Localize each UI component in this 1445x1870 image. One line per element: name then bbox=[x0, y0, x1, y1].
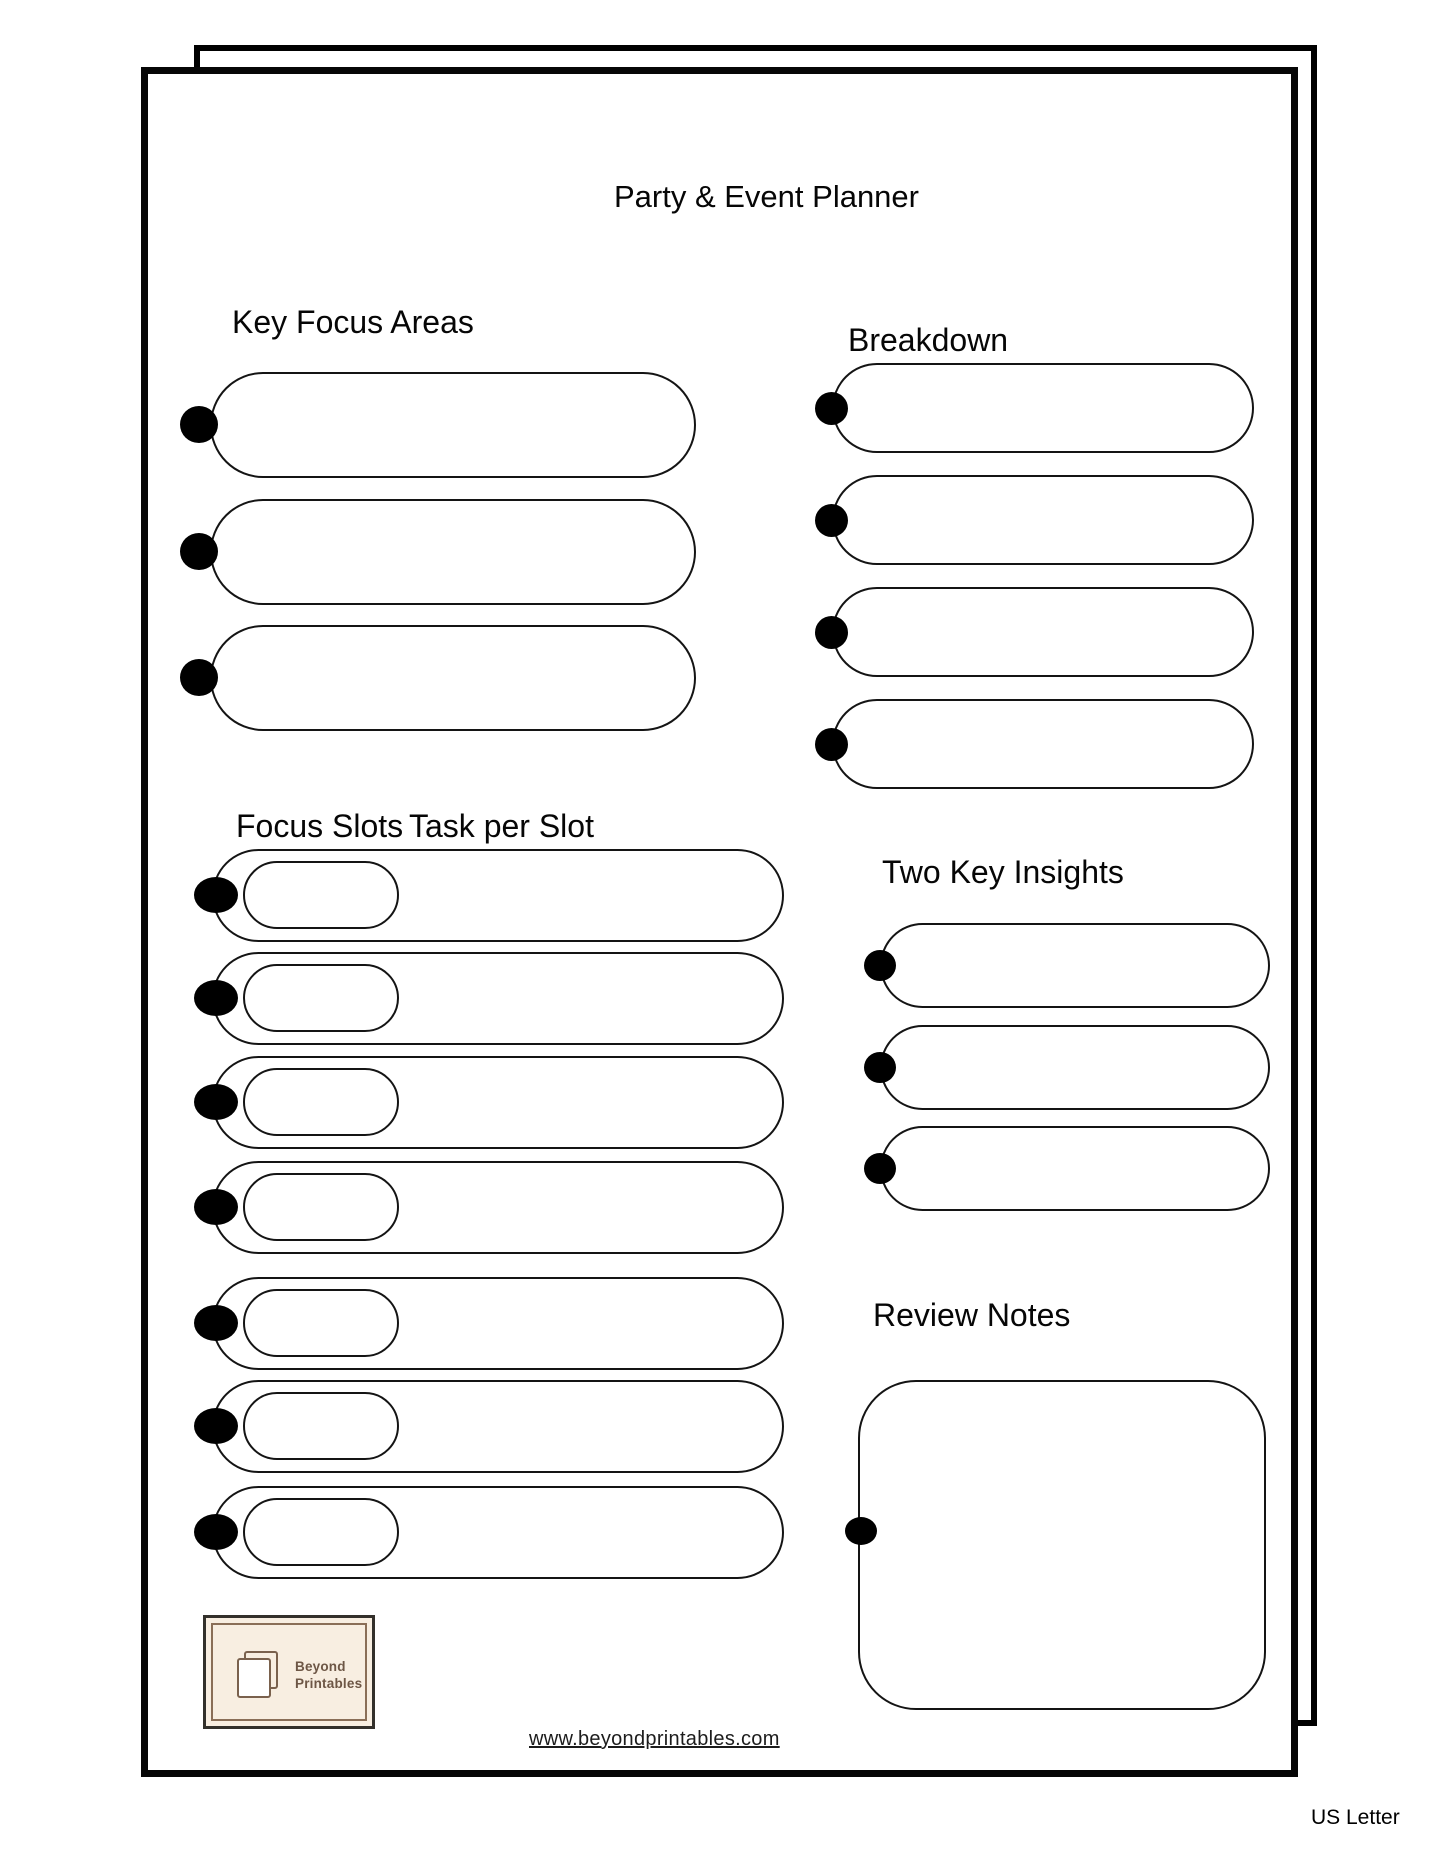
review-notes-bullet-dot bbox=[845, 1517, 877, 1545]
key-focus-bullet-dot-1 bbox=[180, 406, 218, 443]
breakdown-blank-1 bbox=[832, 363, 1254, 453]
insight-blank-1 bbox=[880, 923, 1270, 1008]
insight-bullet-dot-3 bbox=[864, 1153, 896, 1184]
breakdown-bullet-dot-4 bbox=[815, 728, 848, 761]
logo-wordmark: Beyond Printables bbox=[295, 1659, 362, 1693]
focus-slot-blank-2 bbox=[243, 964, 399, 1032]
breakdown-blank-2 bbox=[832, 475, 1254, 565]
task-row-bullet-dot-6 bbox=[194, 1408, 238, 1444]
task-row-bullet-dot-3 bbox=[194, 1084, 238, 1120]
review-notes-heading: Review Notes bbox=[873, 1297, 1071, 1333]
key-focus-bullet-dot-3 bbox=[180, 659, 218, 696]
task-row-bullet-dot-4 bbox=[194, 1189, 238, 1225]
task-per-slot-heading: Task per Slot bbox=[409, 808, 594, 844]
focus-slot-blank-4 bbox=[243, 1173, 399, 1241]
beyond-printables-logo: Beyond Printables bbox=[203, 1615, 375, 1729]
breakdown-heading: Breakdown bbox=[848, 322, 1009, 358]
breakdown-blank-3 bbox=[832, 587, 1254, 677]
insight-bullet-dot-1 bbox=[864, 950, 896, 981]
insight-blank-2 bbox=[880, 1025, 1270, 1110]
insight-bullet-dot-2 bbox=[864, 1052, 896, 1083]
breakdown-bullet-dot-3 bbox=[815, 616, 848, 649]
focus-slot-blank-3 bbox=[243, 1068, 399, 1136]
key-focus-blank-3 bbox=[210, 625, 696, 731]
page-title: Party & Event Planner bbox=[614, 179, 919, 214]
key-focus-blank-1 bbox=[210, 372, 696, 478]
review-notes-blank bbox=[858, 1380, 1266, 1710]
key-focus-bullet-dot-2 bbox=[180, 533, 218, 570]
logo-line-2: Printables bbox=[295, 1675, 363, 1691]
focus-slot-blank-5 bbox=[243, 1289, 399, 1357]
logo-inner-border bbox=[211, 1623, 367, 1721]
key-focus-blank-2 bbox=[210, 499, 696, 605]
key-focus-areas-heading: Key Focus Areas bbox=[232, 304, 474, 340]
footer-website-link[interactable]: www.beyondprintables.com bbox=[529, 1728, 780, 1750]
breakdown-blank-4 bbox=[832, 699, 1254, 789]
two-key-insights-heading: Two Key Insights bbox=[882, 854, 1124, 890]
task-row-bullet-dot-1 bbox=[194, 877, 238, 913]
focus-slot-blank-7 bbox=[243, 1498, 399, 1566]
task-row-bullet-dot-2 bbox=[194, 980, 238, 1016]
task-row-bullet-dot-7 bbox=[194, 1514, 238, 1550]
page-size-label: US Letter bbox=[1311, 1806, 1400, 1829]
focus-slot-blank-1 bbox=[243, 861, 399, 929]
task-row-bullet-dot-5 bbox=[194, 1305, 238, 1341]
focus-slots-heading: Focus Slots bbox=[236, 808, 404, 844]
breakdown-bullet-dot-1 bbox=[815, 392, 848, 425]
pages-icon bbox=[237, 1658, 271, 1698]
focus-slot-blank-6 bbox=[243, 1392, 399, 1460]
insight-blank-3 bbox=[880, 1126, 1270, 1211]
logo-line-1: Beyond bbox=[295, 1659, 346, 1674]
breakdown-bullet-dot-2 bbox=[815, 504, 848, 537]
